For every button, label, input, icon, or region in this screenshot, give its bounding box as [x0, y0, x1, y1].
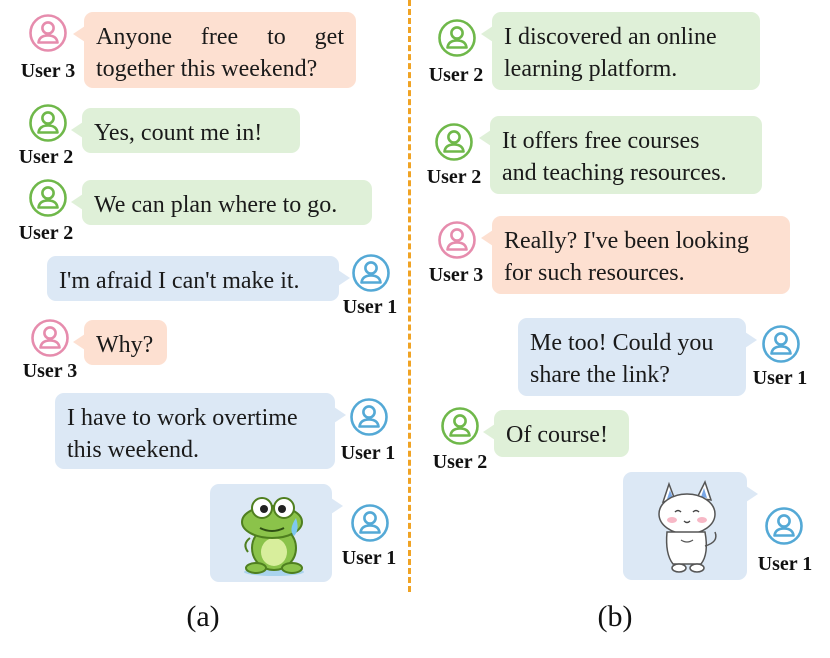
username-label: User 2 — [18, 222, 74, 244]
user-1-avatar-icon — [761, 324, 801, 364]
username-label: User 2 — [426, 166, 482, 188]
shy-cat-sticker — [658, 480, 717, 573]
user-1-avatar-icon — [764, 506, 804, 546]
message-line: together this weekend? — [96, 56, 318, 82]
panel-caption: (a) — [186, 600, 220, 633]
chat-bubble: I discovered an online learning platform… — [481, 12, 760, 90]
username-label: User 2 — [18, 146, 74, 168]
message-line: We can plan where to go. — [94, 192, 338, 218]
message-line: share the link? — [530, 362, 670, 388]
message-line: Me too! Could you — [530, 330, 714, 356]
username-label: User 3 — [20, 60, 76, 82]
chat-bubble: Really? I've been looking for such resou… — [481, 216, 790, 294]
message-line: Anyone free to get — [96, 24, 344, 50]
panel-divider — [408, 0, 411, 592]
panel-caption: (b) — [597, 600, 633, 633]
user-2-avatar-icon — [434, 122, 474, 162]
message-line: Why? — [96, 332, 154, 358]
message-line: Really? I've been looking — [504, 228, 749, 254]
user-3-avatar-icon — [28, 13, 68, 53]
message-line: I'm afraid I can't make it. — [59, 268, 300, 294]
chat-bubble: Anyone free to get together this weekend… — [73, 12, 356, 88]
chat-bubble: We can plan where to go. — [71, 180, 372, 225]
username-label: User 2 — [432, 451, 488, 473]
message-line: I discovered an online — [504, 24, 717, 50]
message-line: and teaching resources. — [502, 160, 727, 186]
user-2-avatar-icon — [28, 178, 68, 218]
crying-frog-sticker — [241, 497, 304, 576]
message-line: I have to work overtime — [67, 405, 298, 431]
message-line: Yes, count me in! — [94, 120, 263, 146]
sticker-bubble — [623, 472, 758, 580]
chat-bubble: I have to work overtime this weekend. — [55, 393, 346, 469]
username-label: User 3 — [22, 360, 78, 382]
sticker-bubble — [210, 484, 343, 582]
user-2-avatar-icon — [437, 18, 477, 58]
user-2-avatar-icon — [28, 103, 68, 143]
message-line: learning platform. — [504, 56, 678, 82]
chat-bubble: Of course! — [483, 410, 629, 457]
user-1-avatar-icon — [349, 397, 389, 437]
chat-bubble: I'm afraid I can't make it. — [47, 256, 350, 301]
message-line: this weekend. — [67, 437, 199, 463]
user-2-avatar-icon — [440, 406, 480, 446]
user-3-avatar-icon — [30, 318, 70, 358]
chat-bubble: It offers free courses and teaching reso… — [479, 116, 762, 194]
message-line: for such resources. — [504, 260, 685, 286]
chat-bubble: Yes, count me in! — [71, 108, 300, 153]
message-line: It offers free courses — [502, 128, 700, 154]
username-label: User 3 — [428, 264, 484, 286]
user-1-avatar-icon — [350, 503, 390, 543]
username-label: User 1 — [752, 367, 808, 389]
message-line: Of course! — [506, 422, 608, 448]
username-label: User 1 — [342, 296, 398, 318]
username-label: User 1 — [757, 553, 813, 575]
chat-bubble: Why? — [73, 320, 167, 365]
user-1-avatar-icon — [351, 253, 391, 293]
username-label: User 1 — [341, 547, 397, 569]
username-label: User 2 — [428, 64, 484, 86]
username-label: User 1 — [340, 442, 396, 464]
chat-bubble: Me too! Could you share the link? — [518, 318, 757, 396]
user-3-avatar-icon — [437, 220, 477, 260]
